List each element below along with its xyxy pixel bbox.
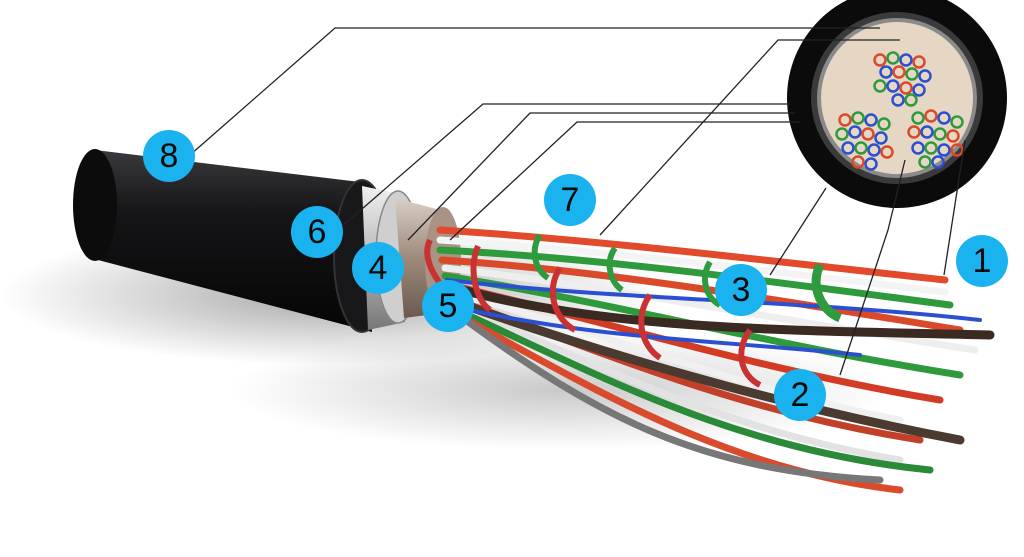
leader-line-8 (189, 27, 880, 156)
leader-line-2 (839, 159, 906, 376)
leader-line-4 (407, 112, 795, 241)
badge-8-label: 8 (160, 137, 179, 175)
binder-tapes (424, 233, 843, 388)
badge-6-label: 6 (308, 213, 327, 251)
leader-line-1 (943, 139, 966, 276)
leader-line-7 (599, 39, 900, 236)
badge-8: 8 (143, 130, 195, 182)
badge-2: 2 (774, 369, 826, 421)
badge-3: 3 (715, 264, 767, 316)
badge-1: 1 (956, 235, 1008, 287)
cable-cross-section (787, 0, 1007, 208)
badge-7-label: 7 (561, 181, 580, 219)
badge-7: 7 (544, 174, 596, 226)
badge-6: 6 (291, 206, 343, 258)
leader-line-6 (339, 103, 790, 229)
conductor-rings (835, 51, 964, 171)
leader-line-3 (769, 187, 827, 276)
badge-2-label: 2 (791, 376, 810, 414)
ground-shadow-2 (230, 330, 890, 450)
leader-lines (189, 27, 966, 376)
badge-3-label: 3 (732, 271, 751, 309)
badge-5: 5 (422, 280, 474, 332)
badge-1-label: 1 (973, 242, 992, 280)
badge-5-label: 5 (439, 287, 458, 325)
conductor-bundle (436, 226, 995, 494)
leader-line-5 (449, 121, 800, 241)
badge-4: 4 (352, 242, 404, 294)
badge-4-label: 4 (369, 249, 388, 287)
